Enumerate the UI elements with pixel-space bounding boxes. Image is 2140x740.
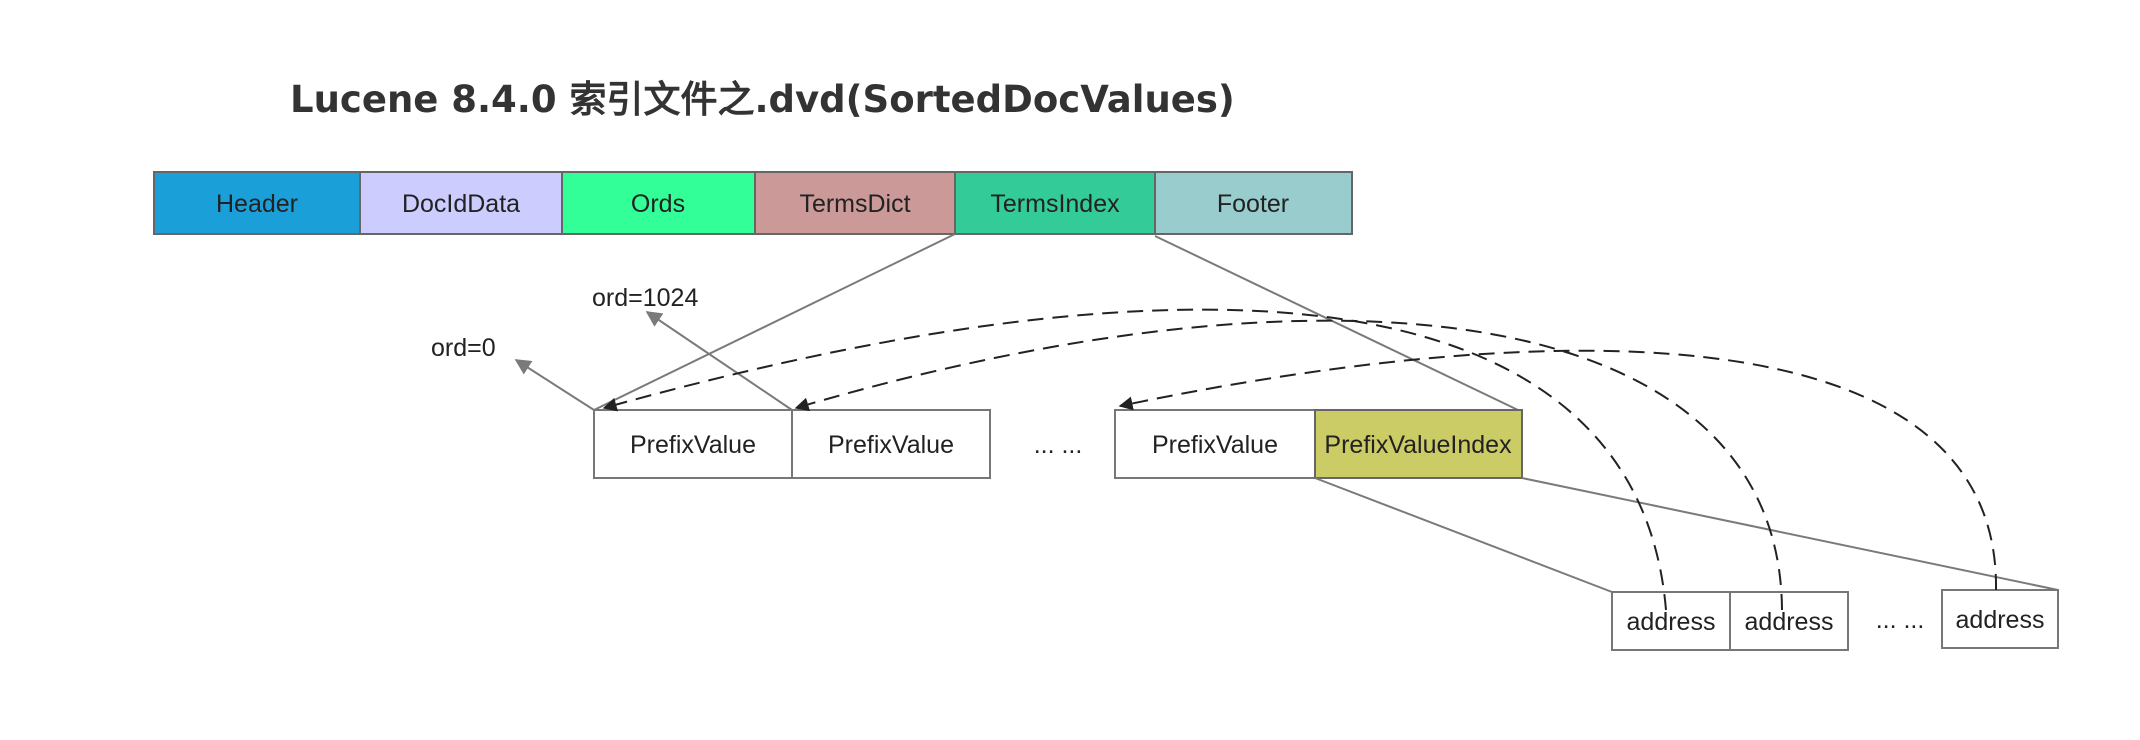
prefix-value-index-expand-line-left	[1314, 477, 1613, 593]
address-label-2: address	[1745, 608, 1834, 636]
segment-terms-dict-label: TermsDict	[799, 190, 910, 218]
terms-index-expand-line-left	[593, 233, 956, 411]
ord1024-arrow	[645, 311, 793, 411]
ord1024-label: ord=1024	[592, 284, 698, 312]
segment-ords-label: Ords	[631, 190, 685, 218]
prefix-value-index-box	[1314, 409, 1523, 479]
address-1-pointer-curve	[602, 308, 1667, 611]
address-last-pointer-curve	[1118, 349, 1998, 591]
address-label-last: address	[1956, 606, 2045, 634]
dvd-file-structure: Header DocIdData Ords TermsDict TermsInd…	[153, 171, 1353, 235]
segment-terms-index-box	[954, 171, 1156, 235]
address-label-1: address	[1627, 608, 1716, 636]
address-box-last	[1941, 589, 2059, 649]
prefix-value-box-1	[593, 409, 793, 479]
segment-header-box	[153, 171, 361, 235]
diagram-title: Lucene 8.4.0 索引文件之.dvd(SortedDocValues)	[290, 78, 1235, 121]
segment-ords-box	[561, 171, 756, 235]
prefix-value-ellipsis: ... ...	[1034, 431, 1083, 459]
segment-header-label: Header	[216, 190, 298, 218]
terms-index-row: PrefixValue PrefixValue ... ... PrefixVa…	[593, 409, 1523, 479]
ord0-arrow	[514, 359, 595, 411]
segment-terms-index-label: TermsIndex	[990, 190, 1120, 218]
prefix-value-label-2: PrefixValue	[828, 431, 954, 459]
terms-index-expand-line-right	[1154, 235, 1519, 411]
prefix-value-box-2	[791, 409, 991, 479]
address-row: address address ... ... address	[1611, 589, 2059, 651]
prefix-value-box-last	[1114, 409, 1316, 479]
prefix-value-index-expand-line-right	[1521, 477, 2059, 591]
ord0-label: ord=0	[431, 334, 496, 362]
segment-footer-box	[1154, 171, 1353, 235]
prefix-value-label-1: PrefixValue	[630, 431, 756, 459]
prefix-value-label-last: PrefixValue	[1152, 431, 1278, 459]
prefix-value-index-label: PrefixValueIndex	[1324, 431, 1512, 459]
segment-docid-data-label: DocIdData	[402, 190, 520, 218]
segment-footer-label: Footer	[1217, 190, 1289, 218]
address-2-pointer-curve	[794, 319, 1783, 611]
address-box-2	[1729, 591, 1849, 651]
segment-docid-data-box	[359, 171, 563, 235]
address-ellipsis: ... ...	[1876, 606, 1925, 634]
